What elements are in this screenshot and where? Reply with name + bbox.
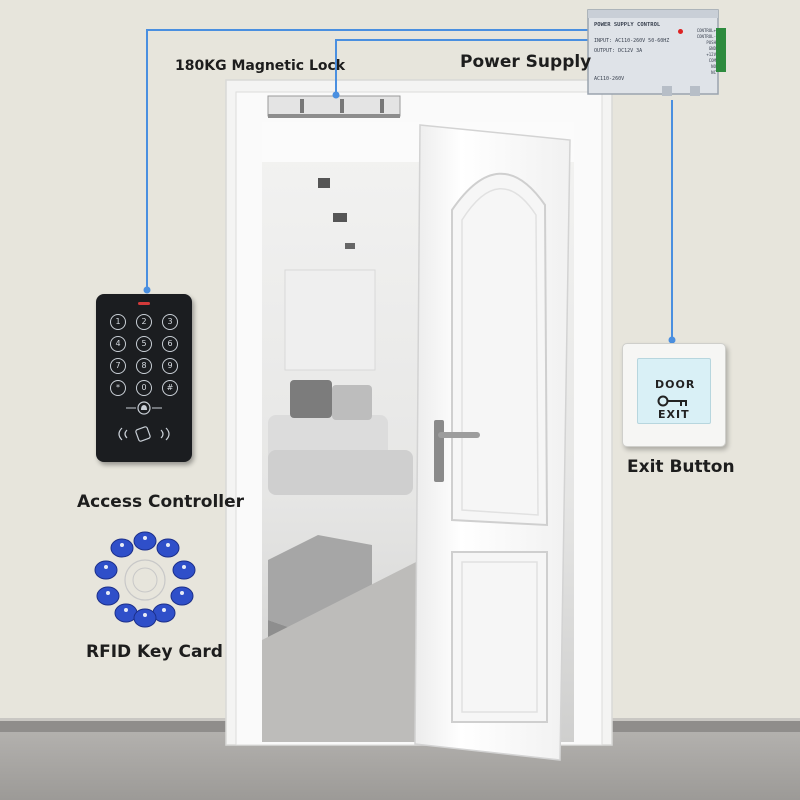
power-supply-unit: POWER SUPPLY CONTROL INPUT: AC110-260V 5… <box>586 8 728 98</box>
label-exit-button: Exit Button <box>627 457 735 477</box>
terminal-label: NO <box>711 64 716 69</box>
psu-header: POWER SUPPLY CONTROL <box>594 22 661 28</box>
keypad-key: 8 <box>136 358 152 374</box>
terminal-label: PUSH <box>706 40 716 45</box>
keypad-key: 9 <box>162 358 178 374</box>
psu-terminals: CONTROL+ CONTROL- PUSH GND +12V COM NO N… <box>690 28 716 76</box>
keypad-key: 4 <box>110 336 126 352</box>
door <box>414 124 571 761</box>
keypad-key: # <box>162 380 178 396</box>
led-icon <box>678 29 683 34</box>
keypad-key: 5 <box>136 336 152 352</box>
label-magnetic-lock: 180KG Magnetic Lock <box>175 58 346 74</box>
key-icon <box>657 395 687 407</box>
power-supply-body <box>587 9 726 96</box>
psu-model: AC110-260V <box>594 76 625 82</box>
terminal-label: CONTROL+ <box>696 28 716 33</box>
keypad-key: 2 <box>136 314 152 330</box>
terminal-label: NC <box>711 70 716 75</box>
keypad-key: 7 <box>110 358 126 374</box>
keypad-key: 1 <box>110 314 126 330</box>
rfid-key-fobs <box>94 531 196 628</box>
exit-plate-line1: DOOR <box>655 378 696 391</box>
keypad-key: 3 <box>162 314 178 330</box>
terminal-label: CONTROL- <box>696 34 716 39</box>
label-rfid-key-card: RFID Key Card <box>86 642 223 662</box>
label-access-controller: Access Controller <box>77 492 245 512</box>
exit-button-plate: DOOR EXIT <box>622 343 726 447</box>
magnetic-lock <box>267 95 401 118</box>
exit-plate-line2: EXIT <box>658 408 690 421</box>
psu-input: INPUT: AC110-260V 50-60HZ <box>594 38 670 44</box>
terminal-label: COM <box>708 58 716 63</box>
wiring <box>146 29 673 340</box>
exit-button-face <box>637 358 711 424</box>
rfid-card-icon <box>118 426 170 442</box>
terminal-label: +12V <box>706 52 716 57</box>
keypad-key: 0 <box>136 380 152 396</box>
psu-output: OUTPUT: DC12V 3A <box>594 48 643 54</box>
bell-icon <box>126 401 162 415</box>
wire-keypad <box>146 29 592 290</box>
keypad-key: 6 <box>162 336 178 352</box>
terminal-label: GND <box>708 46 716 51</box>
keypad-key: * <box>110 380 126 396</box>
access-controller-keypad: 1 2 3 4 5 6 7 8 9 * 0 # <box>96 294 192 462</box>
label-power-supply: Power Supply <box>460 52 592 72</box>
status-led <box>138 302 150 305</box>
wire-lock <box>335 39 592 95</box>
